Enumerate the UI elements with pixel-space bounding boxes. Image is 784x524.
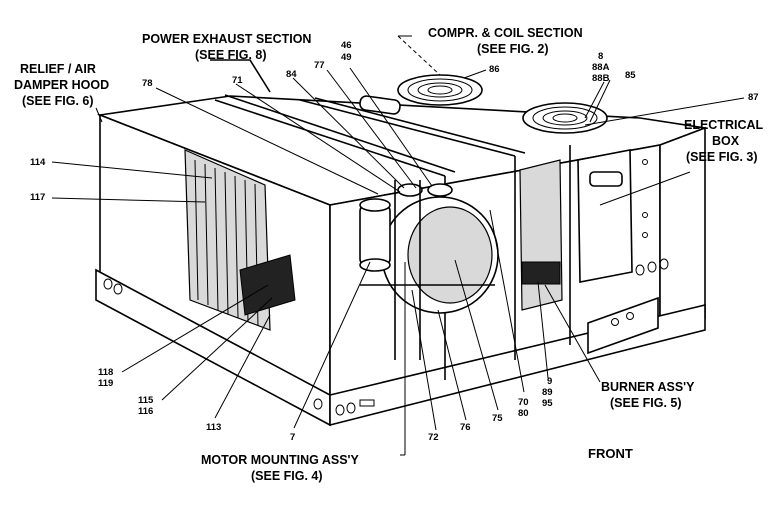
callout-87: 87 xyxy=(748,92,759,103)
callout-115: 115 xyxy=(138,395,154,406)
callout-114: 114 xyxy=(30,157,46,168)
label-motor-2: (SEE FIG. 4) xyxy=(251,469,323,483)
label-electrical-3: (SEE FIG. 3) xyxy=(686,150,758,164)
callout-7: 7 xyxy=(290,432,295,443)
callout-78: 78 xyxy=(142,78,153,89)
label-relief-3: (SEE FIG. 6) xyxy=(22,94,94,108)
electrical-box xyxy=(577,149,633,283)
section-labels: POWER EXHAUST SECTION (SEE FIG. 8) COMPR… xyxy=(14,26,764,483)
callout-72: 72 xyxy=(428,432,439,443)
label-burner-1: BURNER ASS'Y xyxy=(601,380,695,394)
label-power-exhaust-2: (SEE FIG. 8) xyxy=(195,48,267,62)
callout-95: 95 xyxy=(542,398,553,409)
callout-75: 75 xyxy=(492,413,503,424)
loose-access-panel xyxy=(587,296,659,355)
callout-116: 116 xyxy=(138,406,153,417)
label-burner-2: (SEE FIG. 5) xyxy=(610,396,682,410)
label-electrical-1: ELECTRICAL xyxy=(684,118,764,132)
label-motor-1: MOTOR MOUNTING ASS'Y xyxy=(201,453,359,467)
leader-lines xyxy=(51,35,745,456)
callout-88a: 88A xyxy=(592,62,610,73)
pulley xyxy=(397,183,423,197)
callout-49: 49 xyxy=(341,52,352,63)
burner-electrical-cutaway xyxy=(519,149,648,311)
callout-71: 71 xyxy=(232,75,243,86)
callout-46: 46 xyxy=(341,40,352,51)
callout-84: 84 xyxy=(286,69,297,80)
callout-119: 119 xyxy=(98,378,113,389)
burner-box xyxy=(521,261,561,285)
callout-85: 85 xyxy=(625,70,636,81)
callout-89: 89 xyxy=(542,387,553,398)
label-compr-coil-2: (SEE FIG. 2) xyxy=(477,42,549,56)
callout-9: 9 xyxy=(547,376,552,387)
blower-motor xyxy=(359,204,391,266)
callout-numbers: 78 71 84 77 46 49 86 8 88A 88B 85 87 114… xyxy=(30,40,759,443)
callout-76: 76 xyxy=(460,422,471,433)
label-relief-2: DAMPER HOOD xyxy=(14,78,109,92)
condenser-fans xyxy=(359,74,608,134)
label-electrical-2: BOX xyxy=(712,134,740,148)
callout-70: 70 xyxy=(518,397,529,408)
callout-117: 117 xyxy=(30,192,45,203)
callout-77: 77 xyxy=(314,60,325,71)
callout-86: 86 xyxy=(489,64,500,75)
label-compr-coil-1: COMPR. & COIL SECTION xyxy=(428,26,583,40)
label-power-exhaust-1: POWER EXHAUST SECTION xyxy=(142,32,311,46)
label-front: FRONT xyxy=(588,446,633,461)
label-relief-1: RELIEF / AIR xyxy=(20,62,96,76)
callout-113: 113 xyxy=(206,422,221,433)
callout-8: 8 xyxy=(598,51,603,62)
callout-118: 118 xyxy=(98,367,113,378)
callout-88b: 88B xyxy=(592,73,610,84)
callout-80: 80 xyxy=(518,408,529,419)
base-rail-holes xyxy=(103,258,669,416)
blower-assembly xyxy=(359,180,499,360)
fan-guard-right xyxy=(522,102,608,134)
